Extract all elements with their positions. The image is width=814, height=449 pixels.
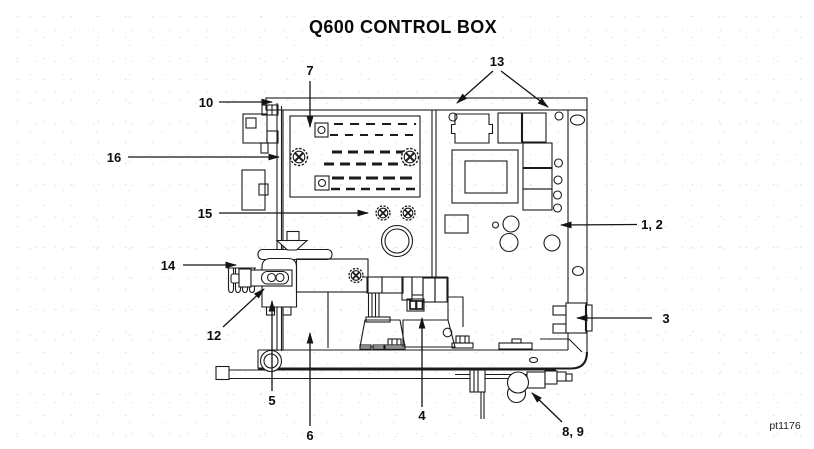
callout-1-2: 1, 2	[560, 217, 663, 232]
callout-label: 13	[490, 54, 504, 69]
callout-label: 7	[306, 63, 313, 78]
board-mounting-hole	[448, 112, 458, 122]
capacitor	[543, 234, 561, 252]
side-block-lower	[241, 169, 266, 211]
motor-top-bar	[257, 248, 333, 261]
left-side-panel	[241, 103, 283, 351]
board-mounting-hole	[554, 111, 564, 121]
base-slot-hole	[528, 356, 539, 364]
mount-bracket	[359, 319, 406, 348]
terminal-markings	[324, 123, 416, 191]
callout-6: 6	[306, 332, 314, 443]
floor-bolt	[383, 338, 406, 350]
enclosure-bottom-edge	[258, 351, 589, 370]
side-slot-hole	[571, 265, 585, 277]
transformer-board	[451, 149, 519, 204]
floor-bolt	[451, 335, 474, 349]
motor-assembly	[230, 230, 333, 316]
callout-3: 3	[576, 311, 670, 326]
callout-label: 15	[198, 206, 212, 221]
cover-screw	[400, 147, 420, 167]
transformer-assembly	[359, 276, 464, 348]
terminal-cover	[289, 115, 421, 198]
side-slot-hole	[569, 114, 586, 126]
callout-label: 6	[306, 428, 313, 443]
callout-10: 10	[199, 95, 273, 110]
pump-cylinder	[506, 371, 530, 394]
callout-label: 5	[268, 393, 275, 408]
callouts: 7 13 10 16 15 1, 2 14 12	[107, 54, 670, 443]
pump-assembly	[455, 356, 573, 419]
cover-screw	[289, 147, 309, 167]
motor-shaft	[230, 273, 240, 284]
callout-8-9: 8, 9	[531, 392, 584, 439]
shelf-screw	[348, 267, 364, 284]
relay	[450, 113, 494, 144]
capacitor	[499, 232, 519, 253]
figure-reference: pt1176	[769, 420, 800, 432]
callout-label: 3	[662, 311, 669, 326]
corner-gusset	[568, 338, 583, 353]
capacitor	[502, 215, 520, 233]
callout-16: 16	[107, 150, 280, 165]
callout-7: 7	[306, 63, 314, 128]
callout-14: 14	[161, 258, 237, 273]
mount-bracket	[402, 319, 456, 348]
callout-13: 13	[456, 54, 549, 108]
callout-12: 12	[207, 288, 265, 343]
callout-label: 4	[418, 408, 426, 423]
callout-label: 8, 9	[562, 424, 584, 439]
callout-label: 12	[207, 328, 221, 343]
mounting-shelf	[295, 258, 369, 348]
callout-5: 5	[268, 300, 276, 408]
callout-label: 14	[161, 258, 176, 273]
callout-15: 15	[198, 206, 369, 221]
panel-screw	[400, 205, 416, 221]
callout-4: 4	[418, 317, 426, 423]
callout-label: 10	[199, 95, 213, 110]
base-rail	[215, 349, 556, 381]
side-block-upper	[242, 113, 268, 144]
rail-end-cap	[215, 365, 230, 381]
coil-pins	[365, 293, 391, 323]
diagram-title: Q600 CONTROL BOX	[309, 17, 497, 37]
floor-hardware	[359, 335, 583, 353]
knockout-ring	[380, 224, 414, 258]
panel-screw	[375, 205, 391, 221]
panel-screws	[375, 205, 416, 258]
circuit-board	[431, 110, 564, 277]
floor-bracket	[498, 338, 533, 350]
callout-label: 1, 2	[641, 217, 663, 232]
callout-label: 16	[107, 150, 121, 165]
